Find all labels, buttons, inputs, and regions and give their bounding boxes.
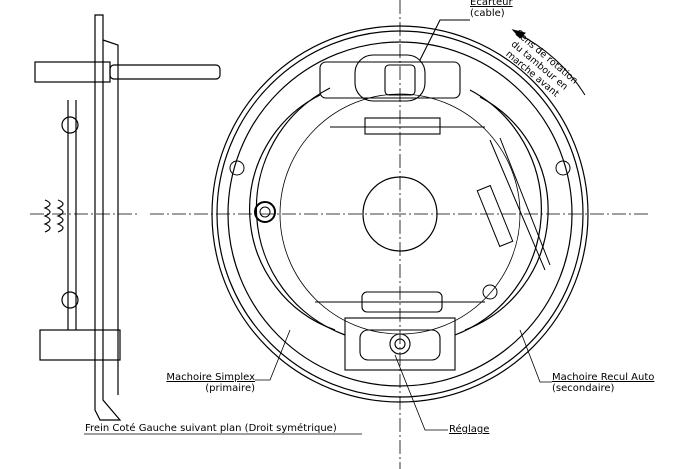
label-ecarteur: Ecarteur(cable) xyxy=(470,0,513,19)
recul-sub: (secondaire) xyxy=(552,383,615,394)
mounting-holes xyxy=(229,160,571,223)
ecarteur-text: Ecarteur xyxy=(470,0,513,8)
simplex-text: Machoire Simplex xyxy=(166,372,255,383)
side-view xyxy=(34,14,221,421)
hub xyxy=(362,176,438,252)
ecarteur-sub: (cable) xyxy=(470,8,505,19)
leader-lines xyxy=(84,329,552,435)
adjuster-block xyxy=(315,291,485,371)
expander-cable xyxy=(319,19,485,135)
adjuster-cable xyxy=(476,137,551,300)
simplex-sub: (primaire) xyxy=(205,383,255,394)
recul-text: Machoire Recul Auto xyxy=(552,372,655,383)
label-simplex: Machoire Simplex(primaire) xyxy=(158,372,255,394)
rotation-arrow xyxy=(511,29,586,96)
brake-shoes xyxy=(249,87,549,336)
label-recul: Machoire Recul Auto(secondaire) xyxy=(552,372,654,394)
drawing-title: Frein Coté Gauche suivant plan (Droit sy… xyxy=(85,423,337,434)
label-reglage: Réglage xyxy=(449,424,490,435)
